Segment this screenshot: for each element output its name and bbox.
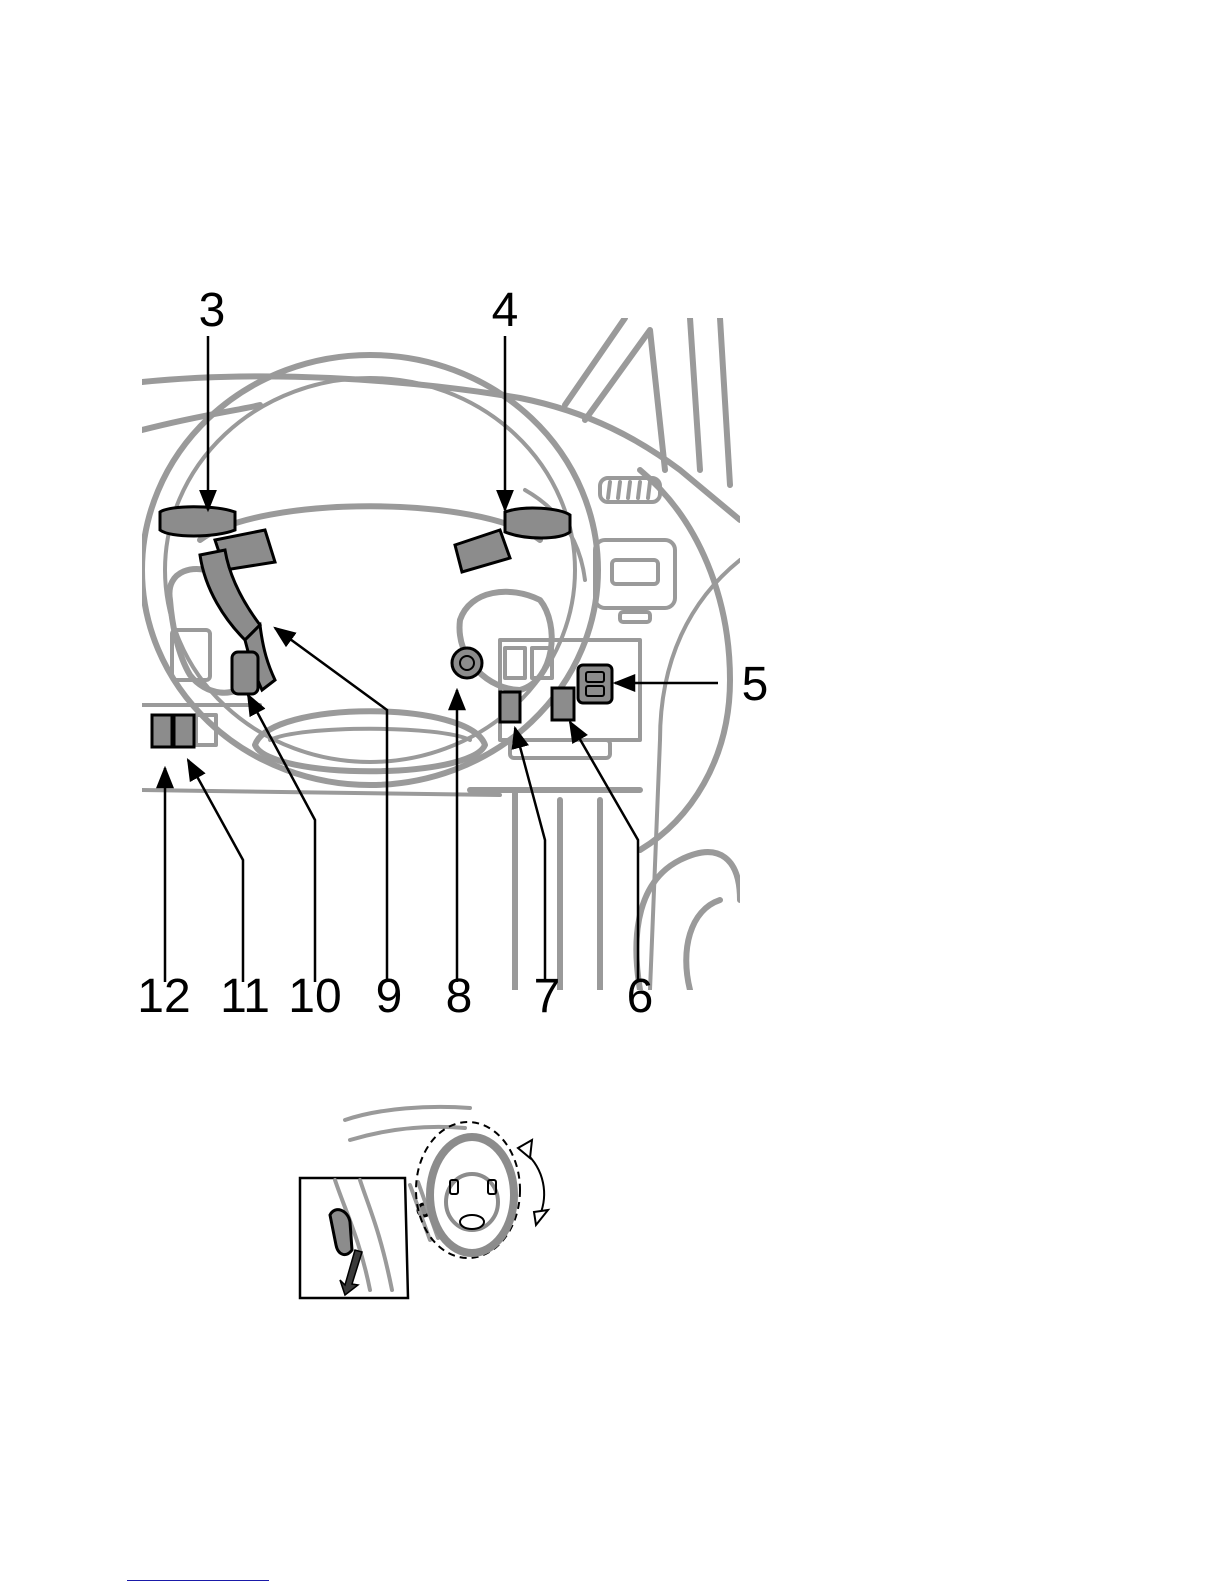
control-knob-left bbox=[232, 652, 258, 694]
callout-11: 11 bbox=[220, 970, 270, 1023]
windshield-pillar bbox=[565, 318, 730, 485]
callout-3: 3 bbox=[199, 284, 226, 337]
steering-wheel-dashboard-illustration bbox=[142, 318, 740, 990]
callout-7: 7 bbox=[534, 970, 561, 1023]
leader-7 bbox=[515, 728, 545, 982]
callout-9: 9 bbox=[376, 970, 403, 1023]
switch-five bbox=[578, 665, 612, 703]
door-panel-contour bbox=[640, 470, 730, 850]
callout-6: 6 bbox=[627, 970, 654, 1023]
tilt-wheel-rim bbox=[430, 1137, 514, 1253]
left-combination-lever bbox=[160, 507, 235, 536]
leader-9 bbox=[275, 628, 387, 982]
switch-eleven bbox=[174, 715, 194, 747]
ignition-switch bbox=[452, 648, 482, 678]
seat-curve-inner bbox=[686, 900, 720, 990]
switch-six bbox=[552, 688, 574, 720]
side-air-vent-inner bbox=[612, 560, 658, 584]
switch-seven bbox=[500, 692, 520, 722]
switch-twelve bbox=[152, 715, 172, 747]
hub-lower-arc bbox=[270, 729, 470, 740]
leader-11 bbox=[188, 760, 243, 982]
vent-knob bbox=[620, 612, 650, 622]
tilt-wheel-hub bbox=[446, 1174, 498, 1230]
switch-blank-1 bbox=[505, 648, 525, 678]
lower-switch-strip bbox=[510, 740, 610, 758]
callout-5: 5 bbox=[742, 658, 769, 711]
tilt-arrow-down-head bbox=[534, 1210, 548, 1225]
side-air-vent bbox=[595, 540, 675, 608]
vent-louvers bbox=[608, 482, 650, 498]
callout-4: 4 bbox=[492, 284, 519, 337]
footer-rule bbox=[127, 1580, 269, 1581]
tilt-double-arrow-curve bbox=[525, 1152, 544, 1215]
tilt-wheel-center bbox=[460, 1215, 484, 1229]
callout-12: 12 bbox=[137, 970, 190, 1023]
tilt-dash-line-1 bbox=[345, 1107, 470, 1120]
callout-10: 10 bbox=[288, 970, 341, 1023]
tilt-dash-line-2 bbox=[350, 1127, 465, 1140]
callout-8: 8 bbox=[446, 970, 473, 1023]
leader-6 bbox=[570, 722, 638, 982]
tilt-arrow-up-head bbox=[518, 1140, 532, 1158]
right-combination-lever bbox=[505, 508, 570, 538]
tilt-steering-illustration bbox=[300, 1107, 548, 1298]
console-contour bbox=[470, 790, 640, 990]
right-spoke-highlight bbox=[455, 530, 510, 572]
